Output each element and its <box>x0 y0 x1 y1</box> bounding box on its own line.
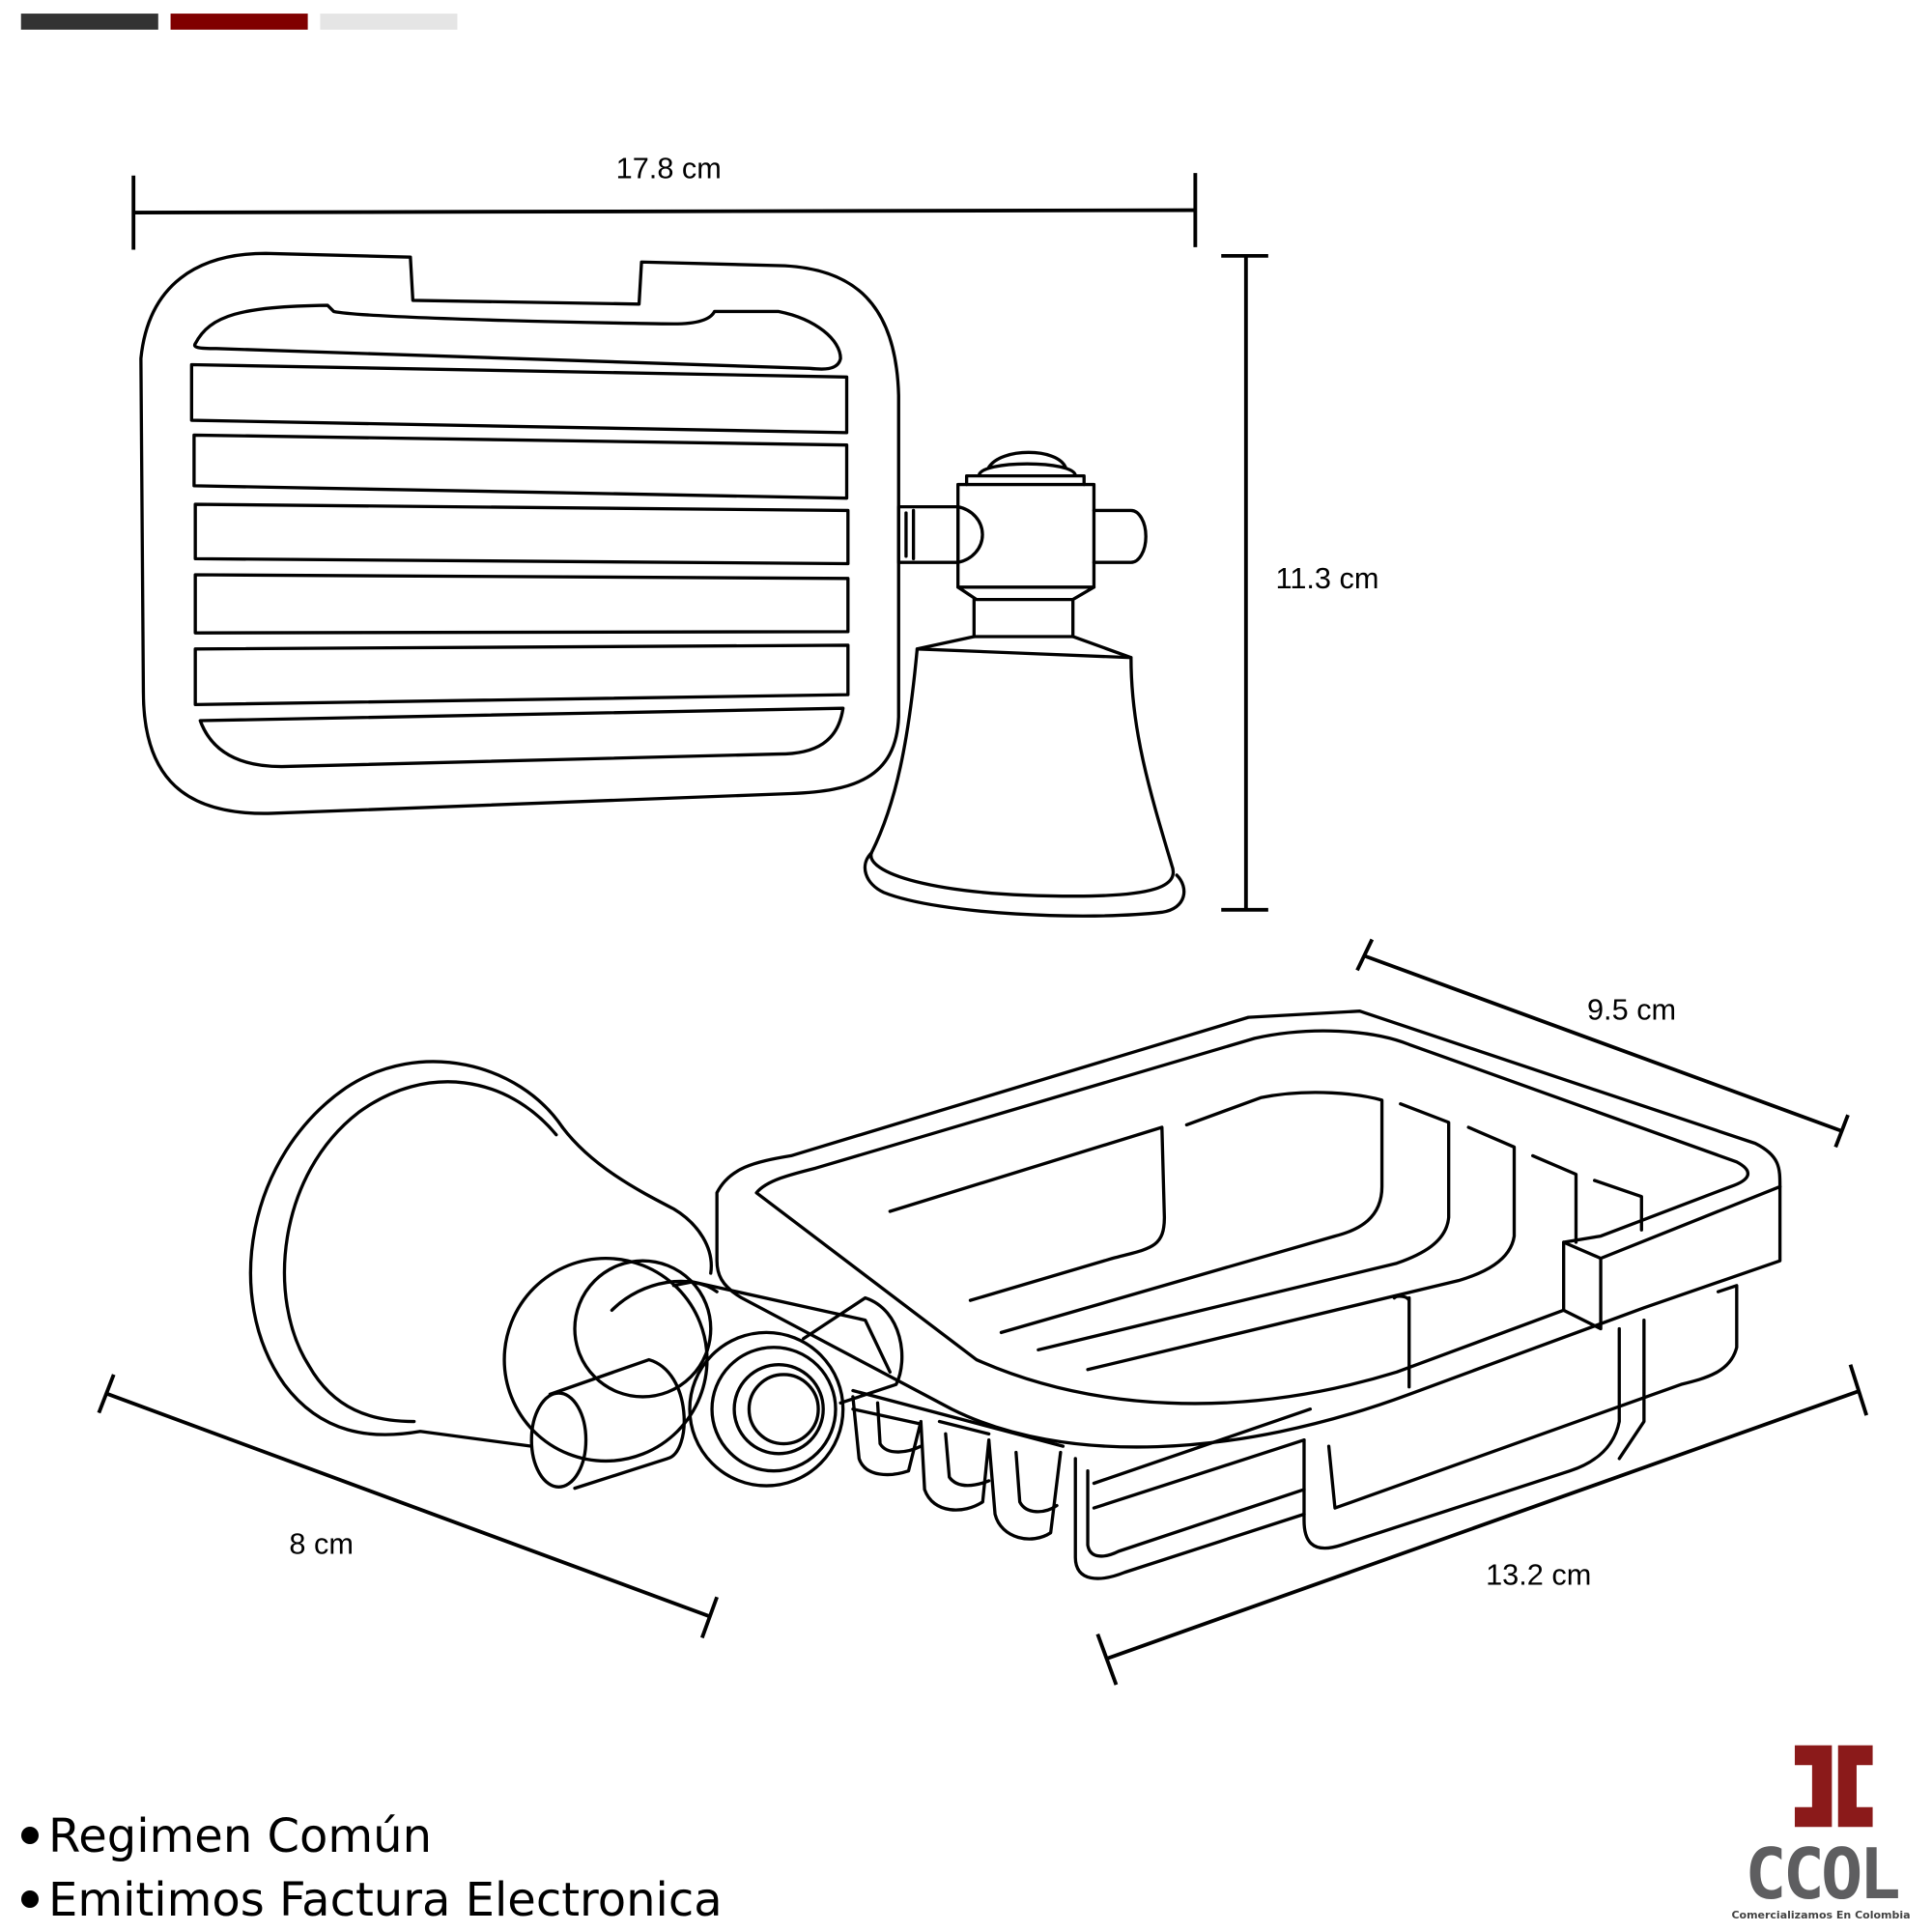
perspective-view-drawing <box>248 1009 1782 1580</box>
palette-bar-light <box>320 14 458 30</box>
top-view-drawing <box>139 251 1186 918</box>
bullet-icon <box>21 1890 39 1908</box>
palette-bar-dark <box>20 14 158 30</box>
dimension-length <box>1095 1364 1869 1686</box>
logo-tagline: Comercializamos En Colombia <box>1731 1909 1911 1921</box>
dimension-depth-back <box>1355 938 1850 1149</box>
ccol-logo-mark <box>1794 1745 1873 1828</box>
dimension-width <box>131 173 1198 250</box>
dimension-depth <box>97 1374 719 1639</box>
feature-bullets: Regimen Común Emitimos Factura Electroni… <box>21 1804 723 1932</box>
bullet-item: Regimen Común <box>21 1804 723 1868</box>
dimension-length-label: 13.2 cm <box>1486 1557 1591 1591</box>
palette-bar-red <box>170 14 308 30</box>
dimension-depth-label: 8 cm <box>289 1526 354 1560</box>
dimension-width-label: 17.8 cm <box>616 151 722 185</box>
dimension-height-label: 11.3 cm <box>1276 561 1379 595</box>
dimension-depth-back-label: 9.5 cm <box>1587 993 1676 1027</box>
bullet-item: Emitimos Factura Electronica <box>21 1868 723 1932</box>
bullet-icon <box>21 1827 39 1844</box>
logo-name: CCOL <box>1745 1833 1900 1915</box>
dimension-height <box>1221 253 1268 912</box>
